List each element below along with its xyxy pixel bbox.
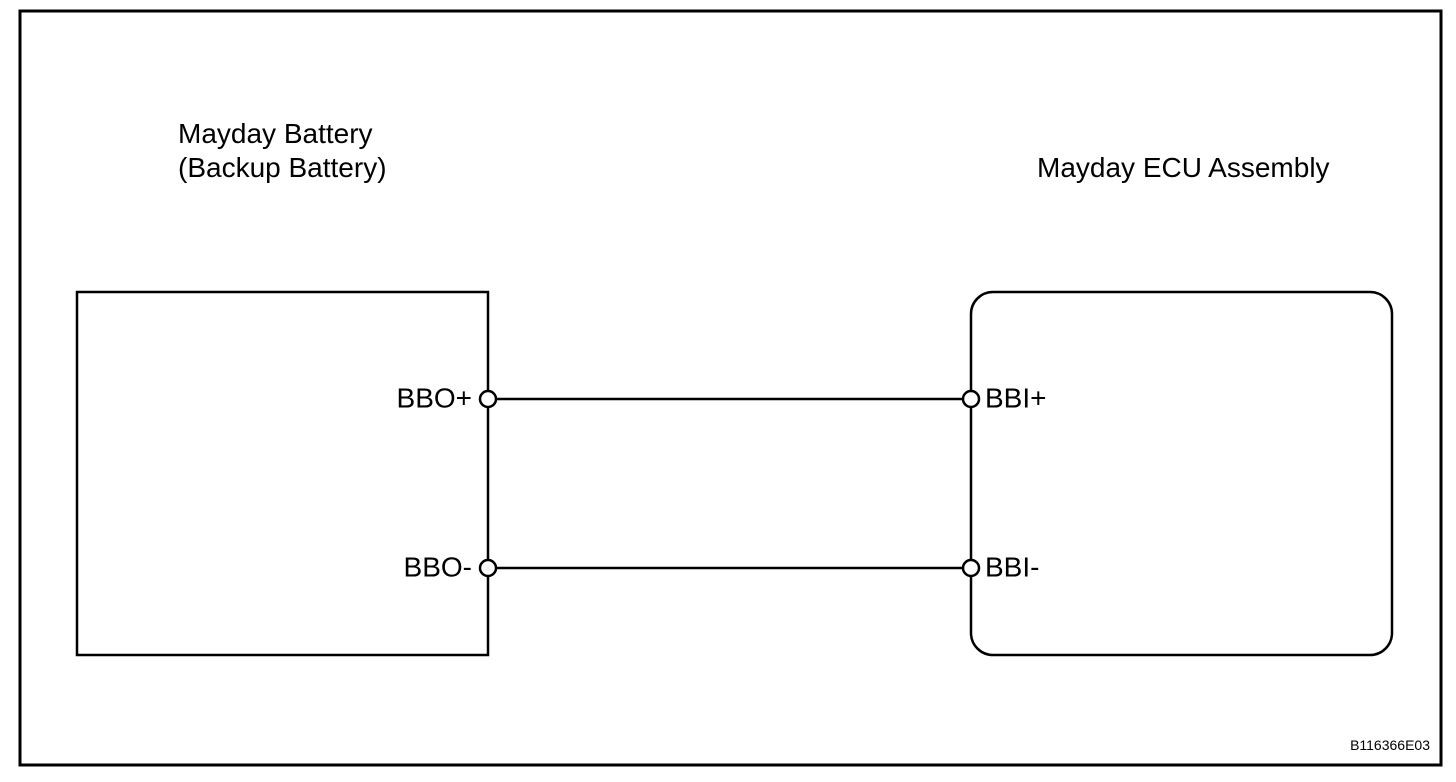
pin-label-bbo-plus: BBO+ — [396, 382, 472, 414]
battery-box — [75, 290, 490, 657]
battery-label-line1: Mayday Battery — [178, 118, 373, 149]
ecu-box — [969, 290, 1394, 657]
pin-label-bbi-minus: BBI- — [985, 551, 1040, 583]
pin-label-bbi-plus: BBI+ — [985, 382, 1047, 414]
outer-border — [18, 9, 1443, 767]
terminal-bbo-plus — [478, 389, 498, 409]
terminal-bbi-minus — [961, 558, 981, 578]
battery-label-line2: (Backup Battery) — [178, 152, 387, 183]
ecu-label: Mayday ECU Assembly — [1037, 152, 1330, 183]
terminal-bbi-plus — [961, 389, 981, 409]
pin-label-bbo-minus: BBO- — [403, 551, 472, 583]
battery-label: Mayday Battery (Backup Battery) — [178, 117, 387, 185]
terminal-bbo-minus — [478, 558, 498, 578]
figure-code: B116366E03 — [1350, 737, 1430, 753]
